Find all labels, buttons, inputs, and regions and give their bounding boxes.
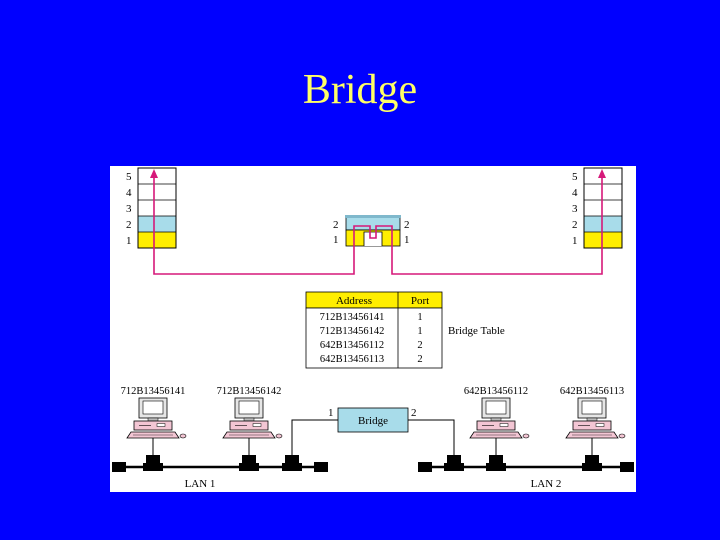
station-label-3: 642B13456112	[464, 386, 528, 397]
left-stack-layer-3: 3	[126, 203, 132, 215]
table-cell-address: 712B13456141	[320, 312, 385, 323]
table-header-port: Port	[411, 295, 429, 307]
left-protocol-stack: 5 4 3 2 1	[126, 167, 177, 249]
table-cell-port: 1	[417, 326, 422, 337]
table-cell-port: 1	[417, 312, 422, 323]
path-arrows	[150, 169, 606, 178]
left-stack-layer-1: 1	[126, 235, 132, 247]
bridge-links	[291, 419, 455, 462]
right-stack-layer-3: 3	[572, 203, 578, 215]
left-stack-layer-4: 4	[126, 187, 132, 199]
bridge-layer-2-left: 2	[333, 219, 339, 231]
left-up-arrow-icon	[150, 169, 158, 178]
table-row: 712B13456141 1	[320, 312, 423, 323]
table-row: 642B13456112 2	[320, 340, 423, 351]
lan1-segment	[112, 455, 328, 472]
computer-icon	[222, 397, 283, 457]
right-stack-layer-4: 4	[572, 187, 578, 199]
left-stack-layer-5: 5	[126, 171, 132, 183]
table-cell-address: 712B13456142	[320, 326, 385, 337]
computer-icon	[126, 397, 187, 457]
table-row: 642B13456113 2	[320, 354, 423, 365]
left-stack-layer-2: 2	[126, 219, 132, 231]
station-label-4: 642B13456113	[560, 386, 624, 397]
lan2-segment	[418, 455, 634, 472]
table-cell-address: 642B13456113	[320, 354, 384, 365]
right-stack-layer-5: 5	[572, 171, 578, 183]
bridge-layer-1-right: 1	[404, 234, 410, 246]
table-row: 712B13456142 1	[320, 326, 423, 337]
station-label-1: 712B13456141	[121, 386, 186, 397]
bridge-layer-1-left: 1	[333, 234, 339, 246]
right-stack-layer-1: 1	[572, 235, 578, 247]
bridge-box-label: Bridge	[358, 415, 388, 427]
lan2-label: LAN 2	[531, 478, 562, 490]
bridge-table: Address Port 712B13456141 1 712B13456142…	[305, 291, 505, 369]
computer-icon	[469, 397, 530, 457]
right-up-arrow-icon	[598, 169, 606, 178]
table-header-address: Address	[336, 295, 372, 307]
right-protocol-stack: 5 4 3 2 1	[572, 167, 623, 249]
table-cell-address: 642B13456112	[320, 340, 384, 351]
right-stack-layer-2: 2	[572, 219, 578, 231]
bridge-layer-2-right: 2	[404, 219, 410, 231]
bridge-box	[337, 407, 409, 433]
computer-icon	[565, 397, 626, 457]
bridge-port-2-label: 2	[411, 407, 417, 419]
bridge-layer-stack: 2 1 2 1	[333, 215, 410, 247]
lan1-label: LAN 1	[185, 478, 216, 490]
table-cell-port: 2	[417, 354, 422, 365]
page-title: Bridge	[302, 67, 418, 113]
station-label-2: 712B13456142	[217, 386, 282, 397]
table-caption: Bridge Table	[448, 325, 505, 337]
data-path	[153, 174, 603, 275]
table-cell-port: 2	[417, 340, 422, 351]
bridge-port-1-label: 1	[328, 407, 334, 419]
bridge-diagram: 5 4 3 2 1 5 4 3 2 1 2 1 2 1	[110, 166, 636, 492]
